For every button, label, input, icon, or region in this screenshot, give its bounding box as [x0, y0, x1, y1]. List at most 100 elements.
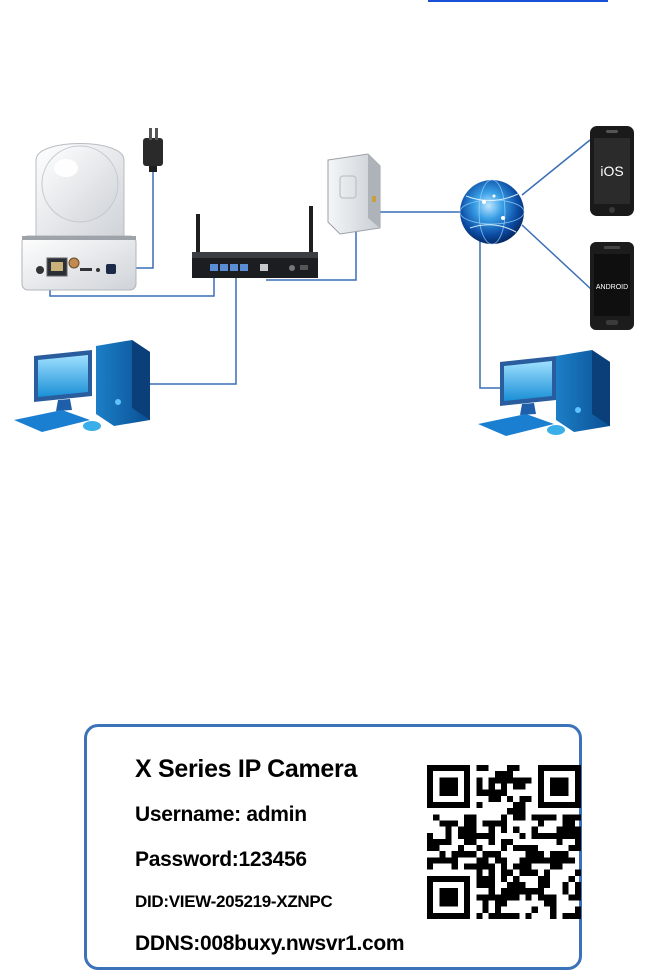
- qr-module: [575, 894, 581, 900]
- label-ddns: DDNS:008buxy.nwsvr1.com: [135, 932, 404, 956]
- qr-module: [513, 882, 519, 888]
- qr-module: [495, 894, 501, 900]
- qr-module: [489, 777, 495, 783]
- qr-module: [526, 864, 532, 870]
- qr-module: [513, 783, 519, 789]
- qr-module: [550, 901, 556, 907]
- qr-module: [427, 864, 433, 870]
- qr-module: [482, 894, 488, 900]
- qr-module: [538, 851, 544, 857]
- qr-module: [464, 814, 470, 820]
- qr-module: [513, 802, 519, 808]
- qr-module: [458, 845, 464, 851]
- qr-module: [439, 857, 445, 863]
- qr-module: [501, 870, 507, 876]
- qr-module: [519, 802, 525, 808]
- qr-module: [538, 894, 544, 900]
- qr-module: [563, 814, 569, 820]
- qr-module: [575, 882, 581, 888]
- qr-module: [470, 864, 476, 870]
- qr-module: [489, 827, 495, 833]
- android-label: ANDROID: [596, 284, 628, 291]
- qr-module: [569, 913, 575, 919]
- qr-module: [550, 913, 556, 919]
- qr-module: [544, 870, 550, 876]
- qr-module: [439, 820, 445, 826]
- qr-module: [519, 870, 525, 876]
- qr-module: [526, 857, 532, 863]
- qr-module: [507, 771, 513, 777]
- qr-module: [575, 913, 581, 919]
- router-icon: [192, 206, 318, 278]
- qr-module: [532, 888, 538, 894]
- qr-module: [452, 820, 458, 826]
- qr-module: [501, 777, 507, 783]
- qr-module: [470, 814, 476, 820]
- qr-module: [526, 894, 532, 900]
- qr-module: [550, 857, 556, 863]
- qr-module: [507, 839, 513, 845]
- qr-module: [476, 882, 482, 888]
- qr-module: [476, 802, 482, 808]
- qr-module: [482, 790, 488, 796]
- qr-module: [489, 864, 495, 870]
- qr-module: [513, 827, 519, 833]
- qr-module: [445, 820, 451, 826]
- line-globe-to-pc: [480, 238, 500, 388]
- qr-module: [470, 820, 476, 826]
- qr-module: [519, 833, 525, 839]
- qr-module: [445, 827, 451, 833]
- qr-module: [489, 888, 495, 894]
- qr-module: [507, 913, 513, 919]
- qr-module: [476, 833, 482, 839]
- qr-module: [532, 845, 538, 851]
- qr-module: [507, 777, 513, 783]
- qr-module: [489, 876, 495, 882]
- qr-module: [476, 894, 482, 900]
- qr-module: [482, 876, 488, 882]
- qr-module: [501, 888, 507, 894]
- qr-module: [526, 777, 532, 783]
- internet-globe-icon: [460, 180, 524, 244]
- qr-module: [532, 857, 538, 863]
- qr-module: [464, 820, 470, 826]
- qr-module: [532, 814, 538, 820]
- qr-module: [458, 851, 464, 857]
- qr-module: [470, 851, 476, 857]
- desktop-pc-left-icon: [14, 340, 150, 432]
- qr-module: [544, 857, 550, 863]
- qr-module: [526, 913, 532, 919]
- ios-label: iOS: [600, 163, 623, 179]
- qr-module: [544, 876, 550, 882]
- label-did: DID:VIEW-205219-XZNPC: [135, 892, 332, 912]
- qr-module: [513, 888, 519, 894]
- qr-module: [445, 839, 451, 845]
- qr-module: [569, 845, 575, 851]
- qr-module: [513, 814, 519, 820]
- qr-module: [495, 820, 501, 826]
- qr-module: [550, 814, 556, 820]
- qr-module: [550, 777, 568, 795]
- qr-module: [439, 851, 445, 857]
- qr-module: [563, 882, 569, 888]
- qr-module: [569, 833, 575, 839]
- qr-module: [519, 857, 525, 863]
- qr-module: [495, 777, 501, 783]
- qr-module: [452, 851, 458, 857]
- qr-module: [519, 888, 525, 894]
- qr-module: [507, 796, 513, 802]
- qr-module: [464, 827, 470, 833]
- qr-module: [556, 839, 562, 845]
- qr-module: [538, 833, 544, 839]
- qr-module: [575, 907, 581, 913]
- qr-module: [538, 888, 544, 894]
- qr-module: [489, 882, 495, 888]
- qr-module: [439, 888, 457, 906]
- qr-module: [563, 820, 569, 826]
- desktop-pc-right-icon: [478, 350, 610, 436]
- qr-module: [556, 833, 562, 839]
- qr-module: [433, 857, 439, 863]
- qr-module: [569, 827, 575, 833]
- qr-module: [476, 913, 482, 919]
- qr-module: [452, 857, 458, 863]
